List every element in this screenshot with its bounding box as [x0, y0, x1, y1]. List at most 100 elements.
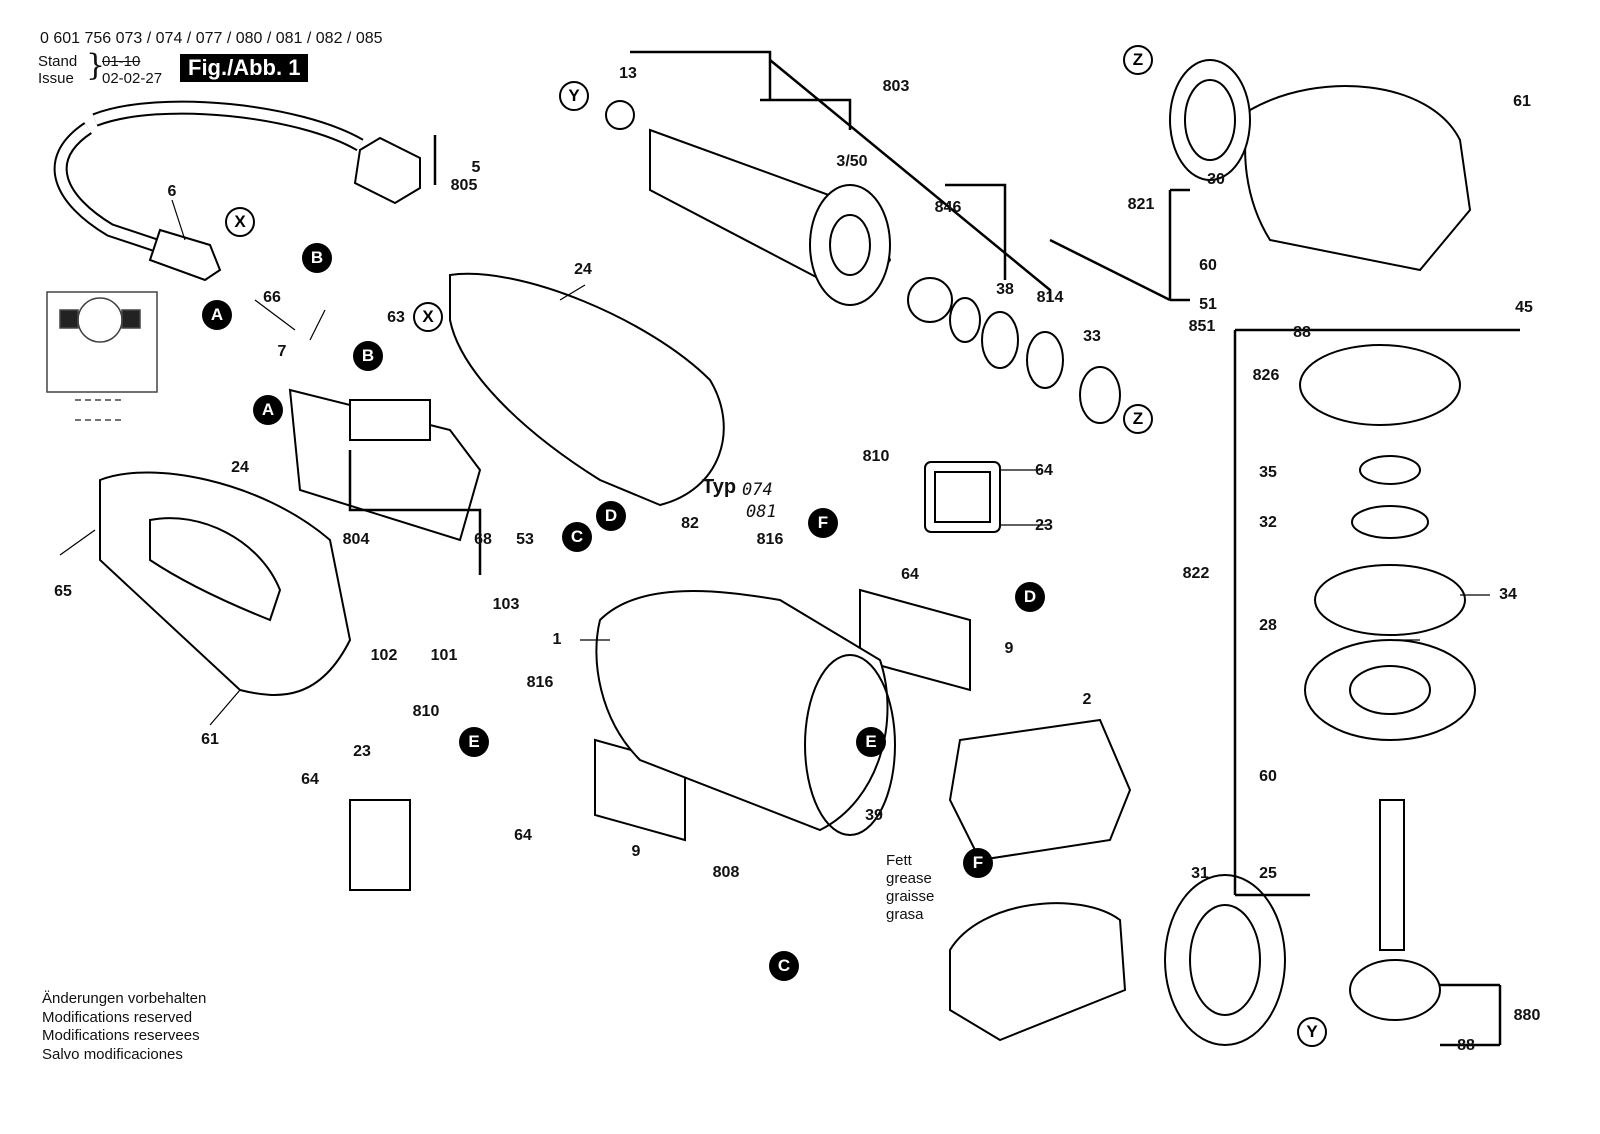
- part-label: 53: [516, 531, 534, 548]
- field-coil: [948, 718, 1132, 862]
- part-label: 803: [882, 78, 910, 95]
- part-label: 7: [277, 343, 287, 360]
- grease-line: graisse: [886, 888, 935, 905]
- callout-marker: B: [302, 243, 332, 273]
- part-label: 82: [681, 515, 699, 532]
- part-label: 65: [54, 583, 72, 600]
- part-label: 24: [231, 459, 249, 476]
- part-label: 3/50: [836, 153, 868, 170]
- part-label: 5: [471, 159, 481, 176]
- brace-icon: }: [86, 48, 106, 83]
- part-label: 61: [201, 731, 219, 748]
- part-label: 851: [1188, 318, 1216, 335]
- part-label: 1: [552, 631, 562, 648]
- callout-marker: D: [1015, 582, 1045, 612]
- part-label: 810: [412, 703, 440, 720]
- part-label: 64: [1035, 462, 1053, 479]
- flange-28: [1304, 639, 1476, 741]
- part-label: 816: [526, 674, 554, 691]
- part-label: 66: [263, 289, 281, 306]
- callout-marker: B: [353, 341, 383, 371]
- grease-line: grasa: [886, 906, 924, 923]
- footer-line: Salvo modificaciones: [42, 1045, 183, 1063]
- part-label: 101: [430, 647, 458, 664]
- callout-marker: E: [856, 727, 886, 757]
- callout-marker: X: [225, 207, 255, 237]
- model-numbers: 0 601 756 073 / 074 / 077 / 080 / 081 / …: [40, 30, 383, 47]
- stand-label: Stand: [38, 53, 78, 70]
- part-label: 60: [1259, 768, 1277, 785]
- callout-marker: A: [202, 300, 232, 330]
- seal-33: [1079, 366, 1121, 424]
- bevel-gear-30: [1169, 59, 1251, 181]
- part-label: 64: [514, 827, 532, 844]
- part-label: 30: [1207, 171, 1225, 188]
- rear-cap-31: [1164, 874, 1286, 1046]
- part-label: 2: [1082, 691, 1092, 708]
- callout-marker: C: [769, 951, 799, 981]
- part-label: 88: [1457, 1037, 1475, 1054]
- issue-label: Issue: [38, 70, 74, 87]
- switch-block: [349, 399, 431, 441]
- footer-disclaimer: Änderungen vorbehalten Modifications res…: [42, 990, 206, 1064]
- grease-note: Fett grease graisse grasa: [886, 852, 934, 924]
- callout-marker: Z: [1123, 45, 1153, 75]
- callout-marker: E: [459, 727, 489, 757]
- brush-cover-2: [349, 799, 411, 891]
- retaining-ring: [907, 277, 953, 323]
- crown-gear-826: [1299, 344, 1461, 426]
- guard-ring-34: [1314, 564, 1466, 636]
- part-label: 808: [712, 864, 740, 881]
- part-label: 64: [901, 566, 919, 583]
- callout-marker: C: [562, 522, 592, 552]
- callout-marker: X: [413, 302, 443, 332]
- part-label: 24: [574, 261, 592, 278]
- part-label: 33: [1083, 328, 1101, 345]
- typ-value: 081: [746, 502, 777, 522]
- callout-marker: Y: [559, 81, 589, 111]
- cord-grommet: [148, 228, 222, 282]
- part-label: 51: [1199, 296, 1217, 313]
- part-label: 821: [1127, 196, 1155, 213]
- callout-marker: F: [808, 508, 838, 538]
- stand-issue-values: 01-10 02-02-27: [102, 53, 162, 87]
- footer-line: Modifications reserved: [42, 1008, 193, 1026]
- part-label: 34: [1499, 586, 1517, 603]
- part-label: 61: [1513, 93, 1531, 110]
- bracket-lines: [348, 50, 1520, 1047]
- brush-cover: [924, 461, 1001, 533]
- part-label: 45: [1515, 299, 1533, 316]
- part-label: 32: [1259, 514, 1277, 531]
- bearing-38: [981, 311, 1019, 369]
- stator: [949, 902, 1127, 1042]
- clamp-nut-880: [1349, 959, 1441, 1021]
- leader-lines: [59, 199, 1490, 726]
- part-label: 102: [370, 647, 398, 664]
- typ-label: Typ: [702, 476, 737, 498]
- part-label: 804: [342, 531, 370, 548]
- part-label: 31: [1191, 865, 1209, 882]
- footer-line: Änderungen vorbehalten: [42, 990, 207, 1007]
- wiring-schematic: [46, 291, 158, 421]
- callout-marker: D: [596, 501, 626, 531]
- bearing-35: [1359, 455, 1421, 485]
- figure-label: Fig./Abb. 1: [180, 54, 309, 82]
- part-label: 68: [474, 531, 492, 548]
- housing-half-left: [99, 471, 352, 696]
- part-label: 35: [1259, 464, 1277, 481]
- part-label: 826: [1252, 367, 1280, 384]
- part-label: 816: [756, 531, 784, 548]
- part-label: 814: [1036, 289, 1064, 306]
- bearing-32: [1351, 505, 1429, 539]
- part-label: 28: [1259, 617, 1277, 634]
- part-label: 846: [934, 199, 962, 216]
- part-label: 9: [1004, 640, 1014, 657]
- part-label: 822: [1182, 565, 1210, 582]
- plug: [353, 136, 421, 205]
- part-label: 63: [387, 309, 405, 326]
- spindle: [1379, 799, 1405, 951]
- part-label: 88: [1293, 324, 1311, 341]
- part-label: 103: [492, 596, 520, 613]
- issue-value: 02-02-27: [102, 70, 163, 87]
